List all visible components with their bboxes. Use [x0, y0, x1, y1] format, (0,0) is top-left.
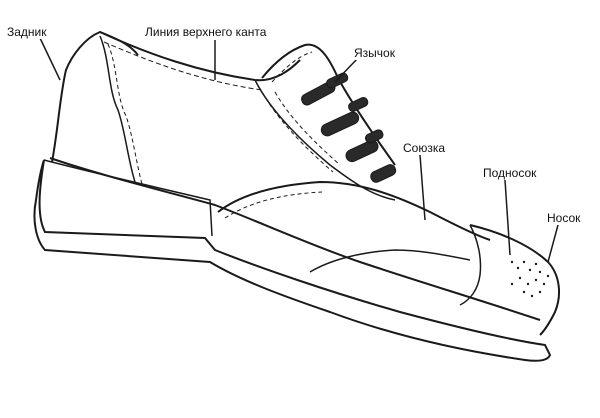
- heel-counter-shape: [51, 30, 139, 163]
- sole: [33, 159, 552, 362]
- quarter-stitch: [261, 91, 334, 173]
- label-heel-counter: Задник: [6, 25, 48, 39]
- leader-vamp: [419, 154, 426, 221]
- lace-3: [320, 111, 360, 137]
- vamp-stitch: [224, 191, 323, 219]
- leader-lines: [39, 37, 559, 263]
- brogue-perforations: [510, 260, 550, 298]
- heel-counter-seam: [99, 35, 136, 183]
- vamp-lower-curve: [309, 249, 471, 273]
- leader-tongue: [334, 57, 359, 83]
- topline-stitch: [103, 41, 263, 91]
- vamp-shape: [217, 180, 491, 241]
- label-topline: Линия верхнего канта: [144, 25, 268, 39]
- toe-shape: [469, 224, 561, 336]
- lace-5: [345, 139, 379, 163]
- welt-line: [49, 157, 541, 321]
- tongue-shape: [261, 43, 396, 166]
- lace-6: [364, 129, 384, 144]
- laces: [301, 72, 397, 183]
- leader-heel-counter: [39, 37, 61, 81]
- label-vamp: Союзка: [402, 141, 447, 155]
- label-tongue: Язычок: [353, 46, 396, 60]
- heel-block: [43, 159, 213, 237]
- leader-toe: [547, 224, 559, 263]
- toe-cap-shape: [459, 224, 482, 306]
- topline-shape: [99, 31, 301, 82]
- lace-7: [370, 164, 397, 183]
- label-toe: Носок: [546, 211, 582, 225]
- leader-toe-cap: [504, 179, 511, 256]
- heel-counter-stitch: [107, 43, 143, 185]
- label-toe-cap: Подносок: [482, 166, 538, 180]
- quarter-stitch-2: [274, 91, 341, 166]
- lace-4: [348, 96, 369, 112]
